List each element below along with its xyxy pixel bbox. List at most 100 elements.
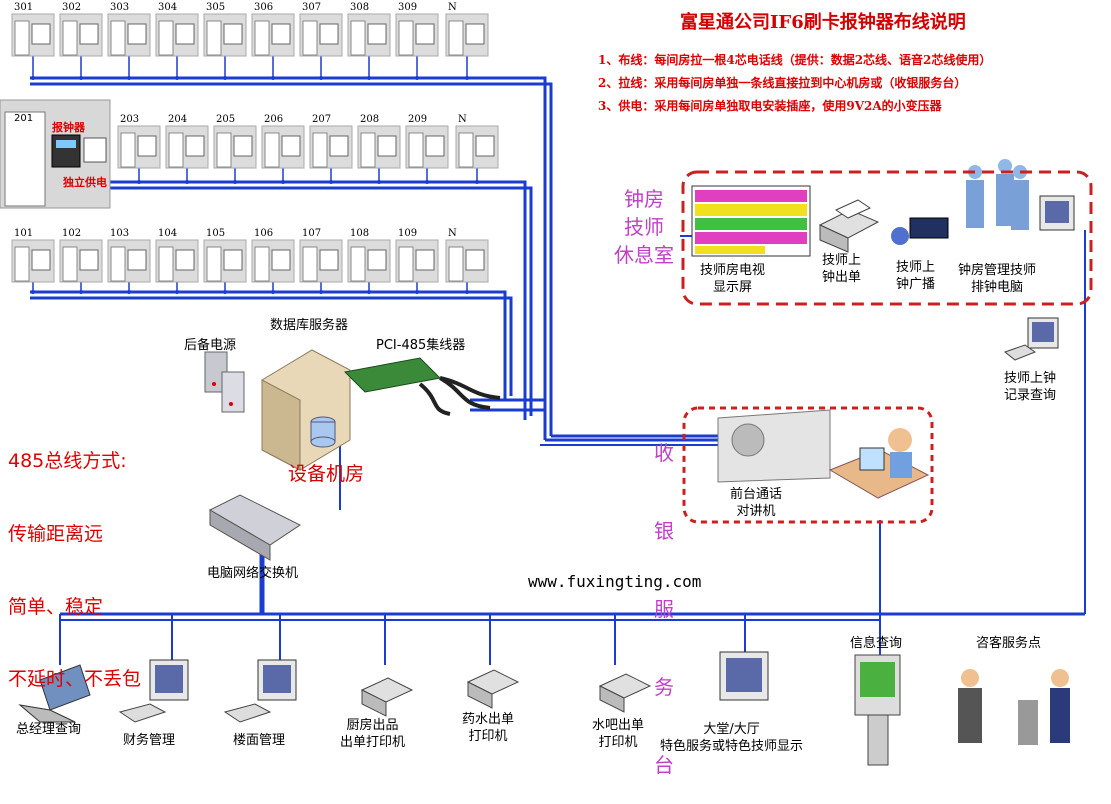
wire-joint (127, 290, 131, 294)
rest-room-char-5: 休 (614, 243, 634, 267)
clock-device (367, 249, 387, 271)
wire-joint (175, 76, 179, 80)
note-wiring: 1、布线：每间房拉一根4芯电话线（提供：数据2芯线、语音2芯线使用） (598, 53, 992, 67)
tv-label: 技师房电视 显示屏 (700, 263, 766, 295)
row1-panel-107 (299, 239, 343, 294)
wire-joint (233, 180, 237, 184)
room-door-leaf (312, 132, 328, 168)
cashier-label: 收 银 服 务 台 (654, 388, 674, 804)
room-door-leaf (448, 20, 464, 56)
switch-label: 电脑网络交换机 (207, 566, 299, 581)
room-number-row3-303: 303 (110, 2, 130, 13)
rest-room-char-4: 师 (644, 215, 664, 239)
bar-printer-label: 水吧出单 打印机 (592, 718, 645, 750)
room-201 (0, 99, 111, 209)
clock-device (319, 23, 339, 45)
query-pc-icon (1003, 317, 1059, 361)
room-door-leaf (110, 20, 126, 56)
room-door-leaf (302, 246, 318, 282)
row3-panel-306 (251, 13, 295, 80)
room-number-row3-304: 304 (158, 2, 178, 13)
room-door-leaf (206, 246, 222, 282)
wire-joint (415, 76, 419, 80)
wiring-diagram (0, 13, 1093, 766)
wire-joint (31, 76, 35, 80)
row1-panel-101 (11, 239, 55, 294)
room-door-leaf (350, 20, 366, 56)
room-number-row1-106: 106 (254, 228, 274, 239)
wire-joint (465, 76, 469, 80)
room-201-power: 独立供电 (63, 176, 107, 189)
room-number-row3-307: 307 (302, 2, 322, 13)
clock-device (31, 249, 51, 271)
room-number-row3-308: 308 (350, 2, 370, 13)
row2-panel-204 (165, 125, 209, 184)
row2-panel-206 (261, 125, 305, 184)
scheduling-pc-icon (1039, 195, 1075, 231)
room-number-row3-306: 306 (254, 2, 274, 13)
room-number-row3-309: 309 (398, 2, 418, 13)
bar-printer-icon (598, 673, 652, 713)
clock-device (175, 23, 195, 45)
room-number-row3-302: 302 (62, 2, 82, 13)
room-number-row1-103: 103 (110, 228, 130, 239)
database-server-icon (261, 349, 351, 471)
printer-label: 技师上 钟出单 (822, 253, 862, 285)
room-201-number: 201 (14, 113, 34, 124)
row3-panel-302 (59, 13, 103, 80)
kitchen-printer-icon (360, 677, 414, 717)
wire-line (30, 296, 513, 396)
guest-service-label: 咨客服务点 (976, 636, 1042, 651)
room-number-row1-N: N (448, 228, 457, 239)
wire-joint (415, 290, 419, 294)
intercom-icon (717, 409, 831, 483)
wire-joint (475, 180, 479, 184)
room-door-leaf (14, 246, 30, 282)
row1-panel-105 (203, 239, 247, 294)
row3-panel-305 (203, 13, 247, 80)
printer-icon (818, 199, 880, 253)
equipment-group (0, 99, 1075, 766)
rest-room-char-3: 技 (624, 215, 644, 239)
clock-device (271, 249, 291, 271)
row1-panel-102 (59, 239, 103, 294)
rest-room-box (681, 170, 1093, 306)
wire-joint (223, 76, 227, 80)
clock-device (329, 135, 349, 157)
kitchen-printer-label: 厨房出品 出单打印机 (340, 718, 406, 750)
row1-panel-106 (251, 239, 295, 294)
row2-panel-209 (405, 125, 449, 184)
wire-joint (127, 76, 131, 80)
room-number-row2-209: 209 (408, 114, 428, 125)
wire-joint (223, 290, 227, 294)
db-server-label: 数据库服务器 (270, 318, 349, 333)
room-door-leaf (110, 246, 126, 282)
bus-description: 485总线方式: 传输距离远 简单、稳定 不延时、不丢包 (8, 400, 141, 716)
row1-panel-104 (155, 239, 199, 294)
wire-line (110, 180, 527, 420)
wire-line (30, 82, 553, 436)
room-number-row2-204: 204 (168, 114, 188, 125)
room-number-row2-N: N (458, 114, 467, 125)
website-link[interactable]: www.fuxingting.com (528, 572, 702, 591)
room-door-leaf (398, 20, 414, 56)
broadcast-icon (891, 217, 949, 245)
row3-panel-N (445, 13, 489, 80)
wire-joint (425, 180, 429, 184)
clock-device (465, 249, 485, 271)
row3-panel-304 (155, 13, 199, 80)
clock-device (319, 249, 339, 271)
clock-device (377, 135, 397, 157)
row3-panel-309 (395, 13, 439, 80)
wire-joint (271, 290, 275, 294)
wire-joint (137, 180, 141, 184)
rest-room-char-2: 房 (644, 187, 664, 211)
room-number-row1-104: 104 (158, 228, 178, 239)
lobby-display-icon (719, 651, 769, 701)
bus-line-3: 简单、稳定 (8, 595, 104, 618)
room-201-device: 报钟器 (52, 121, 85, 134)
clock-device (281, 135, 301, 157)
clock-device (137, 135, 157, 157)
room-number-row3-N: N (448, 2, 457, 13)
room-number-row2-207: 207 (312, 114, 332, 125)
